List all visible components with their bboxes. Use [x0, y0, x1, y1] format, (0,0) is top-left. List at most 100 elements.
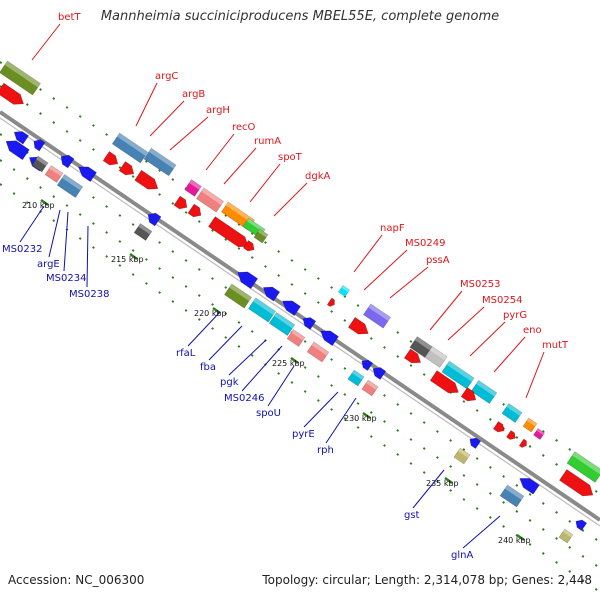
feature-block — [470, 380, 498, 404]
gene-label-fba: fba — [200, 362, 216, 373]
cds-arrow — [262, 286, 281, 302]
label-leader — [429, 290, 463, 331]
tick-label: 215 kbp — [111, 255, 144, 264]
label-leader — [208, 325, 243, 361]
tick-label: 230 kbp — [344, 414, 377, 423]
cds-arrow — [173, 195, 188, 210]
feature-block — [306, 341, 330, 363]
label-leader — [169, 116, 209, 151]
feature-block — [224, 283, 252, 309]
cds-arrow — [134, 169, 159, 190]
cds-arrow — [575, 519, 588, 531]
feature-block — [424, 346, 448, 368]
feature-block — [453, 447, 471, 465]
cds-arrow — [492, 421, 505, 433]
label-leader — [31, 23, 61, 61]
tick-label: 225 kbp — [272, 359, 305, 368]
gene-label-MS0246: MS0246 — [224, 393, 264, 404]
cds-arrow — [187, 203, 202, 218]
gene-label-MS0234: MS0234 — [46, 273, 86, 284]
gene-label-pgk: pgk — [220, 377, 239, 388]
gene-label-rfaL: rfaL — [176, 348, 196, 359]
gene-label-argH: argH — [206, 105, 230, 116]
map-title: Mannheimia succiniciproducens MBEL55E, c… — [100, 9, 500, 24]
feature-block — [501, 403, 523, 423]
label-leader — [447, 306, 485, 341]
cds-arrow — [326, 297, 335, 307]
label-leader — [493, 336, 526, 373]
tick-mark — [362, 411, 371, 420]
label-leader — [249, 163, 281, 203]
genome-summary-text: Topology: circular; Length: 2,314,078 bp… — [262, 573, 592, 587]
cds-arrow — [320, 330, 339, 347]
cds-arrow — [102, 151, 119, 166]
label-leader — [19, 205, 45, 243]
feature-block — [56, 174, 84, 198]
feature-block — [347, 369, 365, 387]
label-leader — [86, 225, 89, 288]
gene-label-eno: eno — [523, 325, 542, 336]
feature-block — [268, 312, 296, 336]
label-leader — [462, 515, 501, 549]
tick-label: 240 kbp — [498, 536, 531, 545]
feature-block — [522, 417, 538, 433]
feature-block — [184, 179, 202, 197]
feature-layer — [0, 60, 600, 544]
feature-block — [566, 451, 600, 483]
gene-label-pyrE: pyrE — [292, 429, 315, 440]
label-leader — [525, 351, 545, 399]
feature-block — [133, 223, 153, 241]
tick-mark — [40, 198, 49, 207]
feature-block — [286, 329, 306, 347]
tick-label: 235 kbp — [426, 479, 459, 488]
cds-arrow — [242, 240, 255, 252]
gene-label-MS0254: MS0254 — [482, 295, 522, 306]
feature-betT — [0, 60, 41, 96]
label-leader — [187, 311, 221, 347]
gene-label-mutT: mutT — [542, 340, 569, 351]
gene-label-spoT: spoT — [278, 152, 303, 163]
accession-text: Accession: NC_006300 — [8, 573, 145, 587]
cds-arrow — [302, 317, 317, 330]
gene-label-MS0238: MS0238 — [69, 289, 109, 300]
cds-arrow — [13, 131, 30, 145]
tick-mark — [516, 533, 525, 542]
feature-block — [143, 147, 177, 177]
label-leader — [48, 209, 61, 258]
label-leader — [135, 82, 158, 127]
cds-arrow — [147, 212, 162, 227]
backbone-line — [0, 110, 600, 522]
feature-block — [558, 528, 574, 544]
backbone-layer — [0, 61, 600, 593]
tick-label: 220 kbp — [194, 309, 227, 318]
label-leader — [389, 266, 429, 299]
label-leader — [267, 365, 295, 407]
gene-label-pssA: pssA — [426, 255, 450, 266]
cds-arrow — [372, 367, 387, 380]
cds-arrow — [518, 438, 527, 448]
gene-label-argC: argC — [155, 71, 178, 82]
cds-arrow — [469, 437, 482, 449]
cds-arrow — [282, 300, 301, 317]
cds-arrow — [5, 140, 30, 161]
cds-arrow — [208, 216, 249, 248]
gene-label-spoU: spoU — [256, 408, 281, 419]
feature-block — [361, 379, 379, 397]
label-leader — [273, 182, 308, 217]
feature-block — [111, 132, 149, 164]
label-layer: betTargCargBargHrecOrumAspoTdgkAnapFMS02… — [2, 12, 569, 561]
feature-block — [363, 303, 391, 329]
label-leader — [223, 147, 257, 185]
label-leader — [228, 339, 267, 376]
cds-arrow — [33, 139, 46, 152]
cds-arrow — [460, 387, 477, 402]
label-leader — [469, 321, 506, 357]
gene-label-betT: betT — [58, 12, 81, 23]
cds-arrow — [347, 316, 369, 335]
gene-label-MS0232: MS0232 — [2, 244, 42, 255]
gene-label-dgkA: dgkA — [305, 171, 330, 182]
label-leader — [353, 234, 383, 273]
feature-block — [44, 165, 64, 183]
